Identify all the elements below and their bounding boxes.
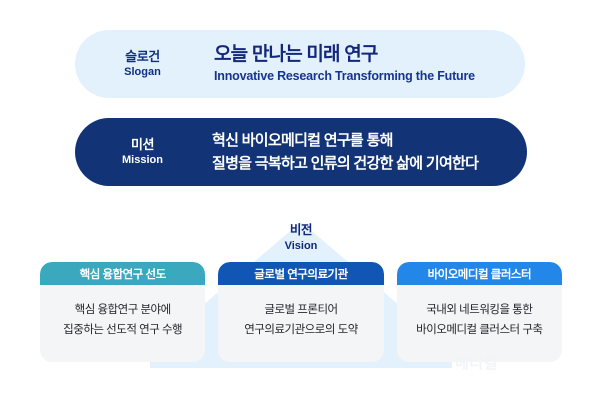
- strategy-card-line-2: 바이오메디컬 클러스터 구축: [416, 323, 543, 336]
- slogan-label-group: 슬로건 Slogan: [75, 48, 210, 81]
- strategy-card-biomedical-cluster[interactable]: 바이오메디컬 클러스터 국내외 네트워킹을 통한 바이오메디컬 클러스터 구축: [396, 262, 562, 362]
- strategy-card-global-institution[interactable]: 글로벌 연구의료기관 글로벌 프론티어 연구의료기관으로의 도약: [218, 262, 384, 362]
- strategy-card-body: 글로벌 프론티어 연구의료기관으로의 도약: [218, 285, 383, 362]
- mission-line-2: 질병을 극복하고 인류의 건강한 삶에 기여한다: [212, 155, 479, 172]
- strategy-card-title: 핵심 융합연구 선도: [40, 262, 206, 285]
- slogan-content: 오늘 만나는 미래 연구 Innovative Research Transfo…: [210, 42, 475, 86]
- strategy-card-line-1: 국내외 네트워킹을 통한: [426, 304, 533, 317]
- mission-panel: 미션 Mission 혁신 바이오메디컬 연구를 통해 질병을 극복하고 인류의…: [75, 118, 527, 186]
- strategy-card-line-1: 글로벌 프론티어: [264, 304, 338, 317]
- watermark-text: 메디컬: [455, 355, 498, 372]
- strategy-card-row: 핵심 융합연구 선도 핵심 융합연구 분야에 집중하는 선도적 연구 수행 글로…: [40, 262, 562, 362]
- strategy-card-line-1: 핵심 융합연구 분야에: [74, 304, 172, 317]
- slogan-headline-ko: 오늘 만나는 미래 연구: [214, 43, 378, 65]
- mission-label-en: Mission: [122, 154, 163, 167]
- slogan-headline-en: Innovative Research Transforming the Fut…: [214, 69, 475, 84]
- strategy-card-core-research[interactable]: 핵심 융합연구 선도 핵심 융합연구 분야에 집중하는 선도적 연구 수행: [40, 262, 206, 362]
- strategy-card-title: 바이오메디컬 클러스터: [396, 262, 562, 285]
- slogan-label-ko: 슬로건: [125, 48, 160, 64]
- strategy-card-line-2: 연구의료기관으로의 도약: [244, 323, 358, 336]
- mission-content: 혁신 바이오메디컬 연구를 통해 질병을 극복하고 인류의 건강한 삶에 기여한…: [210, 129, 479, 176]
- vision-label-group: 비전 Vision: [256, 222, 346, 254]
- mission-label-ko: 미션: [130, 136, 155, 152]
- strategy-card-body: 국내외 네트워킹을 통한 바이오메디컬 클러스터 구축: [397, 285, 562, 362]
- strategy-card-title: 글로벌 연구의료기관: [218, 262, 384, 285]
- vision-label-en: Vision: [284, 239, 318, 252]
- slogan-panel: 슬로건 Slogan 오늘 만나는 미래 연구 Innovative Resea…: [75, 30, 525, 98]
- slogan-label-en: Slogan: [124, 66, 161, 79]
- mission-line-1: 혁신 바이오메디컬 연구를 통해: [212, 131, 393, 149]
- strategy-card-body: 핵심 융합연구 분야에 집중하는 선도적 연구 수행: [40, 285, 205, 362]
- vision-label-ko: 비전: [289, 223, 313, 237]
- mission-label-group: 미션 Mission: [75, 136, 210, 169]
- strategy-card-line-2: 집중하는 선도적 연구 수행: [63, 323, 183, 336]
